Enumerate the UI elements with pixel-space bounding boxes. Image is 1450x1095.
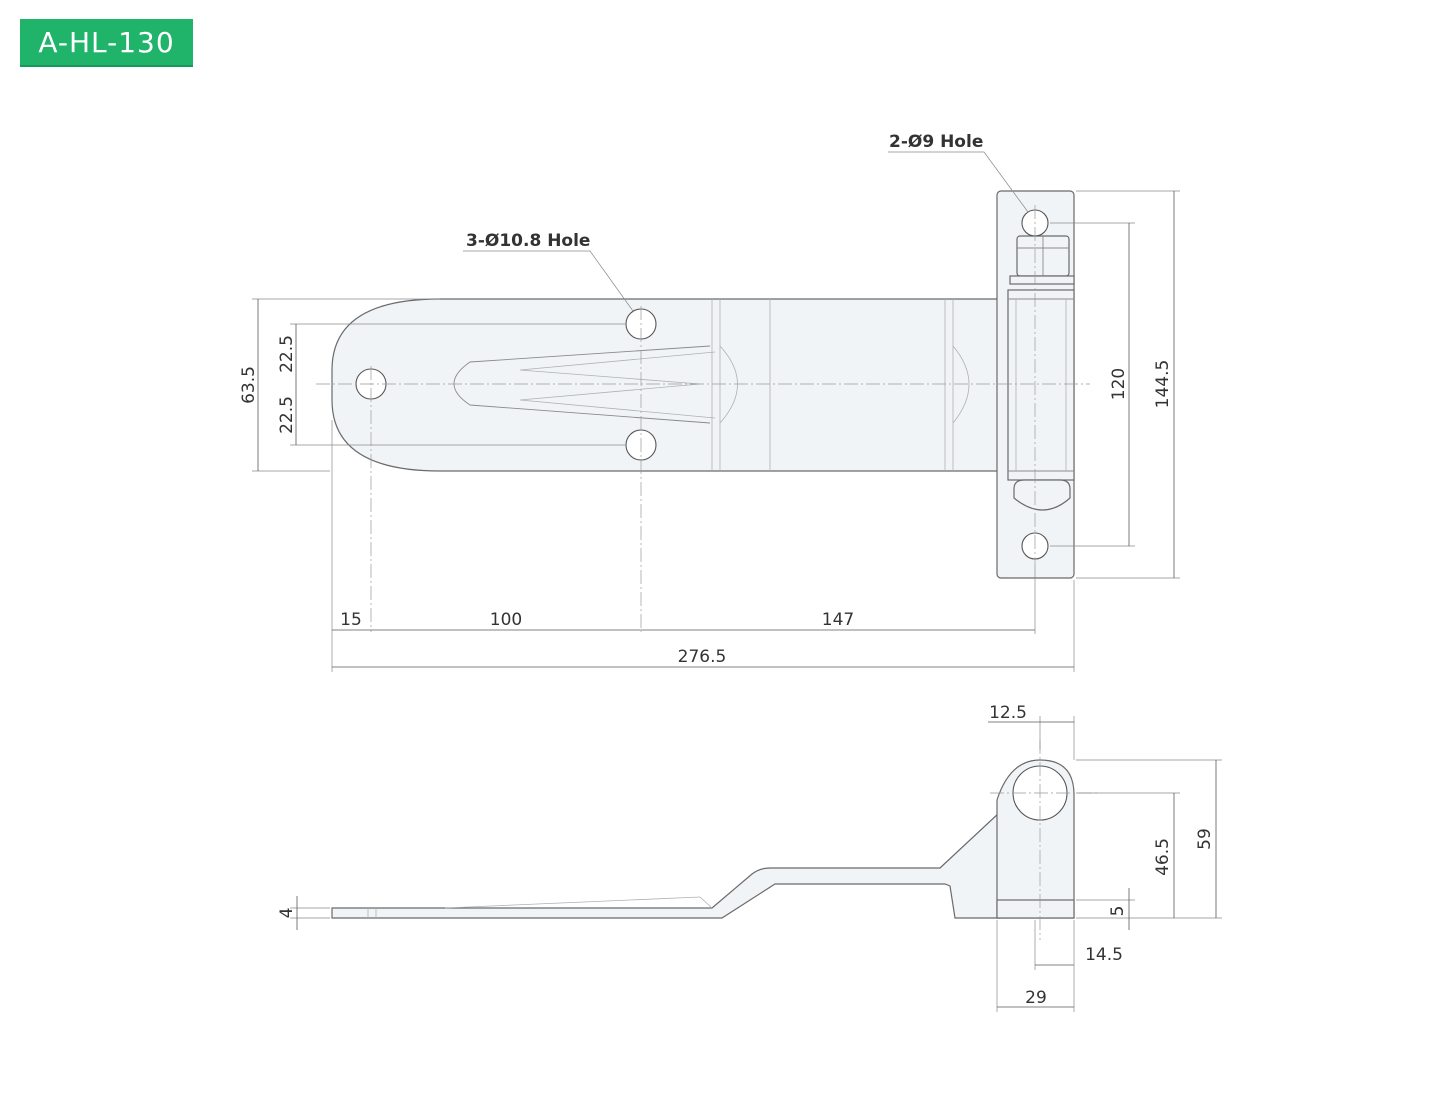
dim-144-5: 144.5	[1153, 360, 1173, 409]
dim-100: 100	[490, 610, 522, 630]
dim-147: 147	[822, 610, 854, 630]
dim-46-5: 46.5	[1153, 838, 1173, 876]
dim-15: 15	[340, 610, 362, 630]
part-number-label: A-HL-130	[38, 25, 175, 59]
dim-12-5: 12.5	[989, 703, 1027, 723]
top-view	[316, 151, 1090, 632]
knuckle-barrel	[1007, 289, 1075, 481]
dim-276-5: 276.5	[678, 647, 727, 667]
top-view-dimensions	[252, 190, 1180, 672]
callout-3-o10-8-hole: 3-Ø10.8 Hole	[466, 231, 590, 251]
dim-59: 59	[1195, 828, 1215, 850]
part-number-badge: A-HL-130	[20, 19, 193, 67]
dim-22-5-upper: 22.5	[277, 335, 297, 373]
dim-14-5: 14.5	[1085, 945, 1123, 965]
side-leaf	[331, 810, 1001, 919]
dim-29: 29	[1025, 988, 1047, 1008]
side-base	[996, 899, 1075, 919]
hinge-leaf	[331, 298, 1009, 472]
side-view-dimensions	[290, 716, 1222, 1012]
dim-5: 5	[1108, 906, 1128, 917]
callout-2-o9-hole: 2-Ø9 Hole	[889, 132, 983, 152]
hex-nut	[1009, 235, 1075, 285]
side-view	[331, 740, 1100, 940]
dim-22-5-lower: 22.5	[277, 396, 297, 434]
dim-4: 4	[277, 908, 297, 919]
lower-slot	[1013, 479, 1071, 511]
dim-63-5: 63.5	[239, 366, 259, 404]
dim-120: 120	[1109, 368, 1129, 400]
